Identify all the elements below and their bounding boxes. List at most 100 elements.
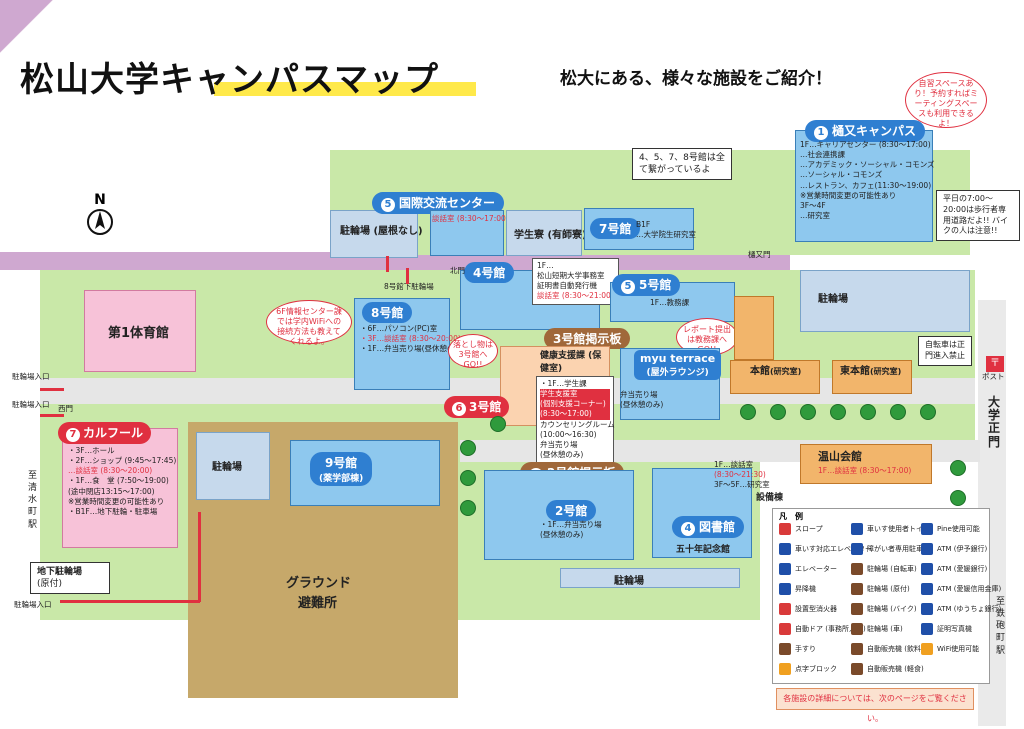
tree — [460, 500, 476, 516]
legend-item-label: 昇降機 — [795, 585, 816, 593]
building-gym[interactable] — [84, 290, 196, 372]
kashimata-gate-label: 樋又門 — [748, 250, 771, 259]
kenko-label: 健康支援課 (保健室) — [540, 351, 602, 374]
building-onzan[interactable] — [800, 444, 932, 484]
tree — [800, 404, 816, 420]
legend-item: 車いす使用者トイレ — [851, 523, 930, 535]
page-title: 松山大学キャンパスマップ — [20, 60, 439, 100]
building-parking-bottom[interactable] — [560, 568, 740, 588]
legend-item: 昇降機 — [779, 583, 816, 595]
legend-item: WiFi使用可能 — [921, 643, 979, 655]
tree — [920, 404, 936, 420]
legend-item-label: 自動ドア (事務所入口) — [795, 625, 866, 633]
entrance-arrow-5 — [406, 268, 409, 284]
legend-item: スロープ — [779, 523, 823, 535]
legend-item-label: 駐輪場 (車) — [867, 625, 903, 633]
legend-item-label: 障がい者専用駐車場 — [867, 545, 930, 553]
legend-item: 証明写真機 — [921, 623, 972, 635]
legend-item: 駐輪場 (車) — [851, 623, 903, 635]
legend-item: エレベーター — [779, 563, 837, 575]
bike-parking-icon — [851, 603, 863, 615]
legend-item-label: 車いす使用者トイレ — [867, 525, 930, 533]
building-gakuseiryo[interactable] — [506, 210, 582, 256]
entrance-arrow-1 — [40, 388, 64, 391]
building-parking-mid[interactable] — [196, 432, 270, 500]
map-legend: 凡 例 スロープ車いす対応エレベーターエレベーター昇降機設置型消火器自動ドア (… — [772, 508, 1001, 684]
legend-item: ATM (ゆうちょ銀行) — [921, 603, 1001, 615]
bento-label: 弁当売り場(昼休憩のみ) — [620, 390, 664, 410]
stairs-icon — [779, 583, 791, 595]
karufuru-info: ・3F…ホール・2F…ショップ (9:45～17:45)…談話室 (8:30～2… — [68, 446, 177, 516]
legend-item-label: ATM (伊予銀行) — [937, 545, 988, 553]
bldg4-info: 1F…松山短期大学事務室証明書自動発行機談話室 (8:30～21:00) — [532, 258, 619, 305]
bldg8-label: 8号館 — [362, 302, 413, 323]
legend-item: 手すり — [779, 643, 816, 655]
building-higashi-honkan[interactable] — [832, 360, 912, 394]
atm-ehime-icon — [921, 563, 933, 575]
braille-icon — [779, 663, 791, 675]
page-subtitle: 松大にある、様々な施設をご紹介！ — [560, 69, 832, 89]
pine-icon — [921, 523, 933, 535]
purple-path-left-diagonal — [0, 0, 60, 70]
legend-item-label: 駐輪場 (原付) — [867, 585, 910, 593]
kokusai-danwashitsu: 談話室 (8:30～17:00) — [432, 214, 509, 223]
atm-shinkin-icon — [921, 583, 933, 595]
bldg8-info: ・6F…パソコン(PC)室・3F…談話室 (8:30～20:00)・1F…弁当売… — [360, 324, 465, 354]
bldg7-label: 7号館 — [590, 218, 641, 239]
honkan-label: 本館(研究室) — [750, 366, 802, 377]
tree — [490, 416, 506, 432]
legend-title: 凡 例 — [779, 512, 803, 521]
bldg9-label: 9号館(薬学部棟) — [310, 452, 373, 486]
parking-mid-label: 駐輪場 — [212, 462, 242, 473]
tree — [860, 404, 876, 420]
entrance-3: 駐輪場入口 — [14, 600, 52, 609]
vending-drink-icon — [851, 643, 863, 655]
legend-item: ATM (愛媛銀行) — [921, 563, 987, 575]
parking-right-label: 駐輪場 — [818, 294, 848, 305]
legend-item: 点字ブロック — [779, 663, 837, 675]
building-library[interactable] — [652, 468, 752, 558]
building-parking-roofless[interactable] — [330, 210, 418, 258]
door-icon — [779, 623, 791, 635]
tree — [460, 440, 476, 456]
legend-item: 駐輪場 (原付) — [851, 583, 910, 595]
legend-item: 駐輪場 (バイク) — [851, 603, 917, 615]
accessible-toilet-icon — [851, 523, 863, 535]
wifi-callout: 6F情報センター課では学内WiFiへの接続方法も教えてくれるよ。 — [266, 300, 352, 346]
kitamon-label: 北門 — [450, 266, 465, 275]
building-3-info-box: ・1F…学生課 学生支援室 (個別支援コーナー) (8:30～17:00) カウ… — [536, 376, 615, 463]
legend-item-label: 自動販売機 (飲料) — [867, 645, 924, 653]
details-footer[interactable]: 各施設の詳細については、次のページをご覧ください。 — [776, 688, 974, 723]
car-parking-icon — [851, 623, 863, 635]
bldg7-info: B1F…大学院生研究室 — [636, 220, 696, 240]
building-parking-right[interactable] — [800, 270, 970, 332]
building-kokusai[interactable] — [430, 210, 504, 256]
legend-item-label: 自動販売機 (軽食) — [867, 665, 924, 673]
board3-label: 3号館掲示板 — [544, 328, 631, 349]
tree — [770, 404, 786, 420]
legend-item-label: スロープ — [795, 525, 823, 533]
compass-icon — [87, 209, 113, 235]
onzan-info: 1F…談話室 (8:30～17:00) — [818, 466, 912, 475]
legend-item: Pine使用可能 — [921, 523, 980, 535]
underground-parking[interactable]: 地下駐輪場(原付) — [30, 562, 110, 595]
bldg2-info: ・1F…弁当売り場(昼休憩のみ) — [540, 520, 602, 540]
building-kashimata[interactable] — [795, 130, 933, 242]
tree — [950, 460, 966, 476]
library-info: 1F…談話室(8:30～21:30)3F～5F…研究室 — [714, 460, 770, 490]
wifi-icon — [921, 643, 933, 655]
gojunen-label: 五十年記念館 — [676, 545, 731, 555]
building-honkan[interactable] — [730, 360, 820, 394]
wheelchair-elevator-icon — [779, 543, 791, 555]
myu-label: myu terrace(屋外ラウンジ) — [634, 350, 722, 380]
onzan-label: 温山会館 — [818, 450, 862, 463]
seimon-label: 大学正門 — [988, 395, 1001, 449]
legend-item: ATM (愛媛信用金庫) — [921, 583, 1001, 595]
kashimata-info: 1F…キャリアセンター (8:30～17:00)…社会連携課…アカデミック・ソー… — [800, 140, 935, 220]
ground-label: グラウンド — [286, 576, 352, 591]
entrance-arrow-4 — [386, 256, 389, 272]
handrail-icon — [779, 643, 791, 655]
entrance-2: 駐輪場入口 — [12, 400, 50, 409]
